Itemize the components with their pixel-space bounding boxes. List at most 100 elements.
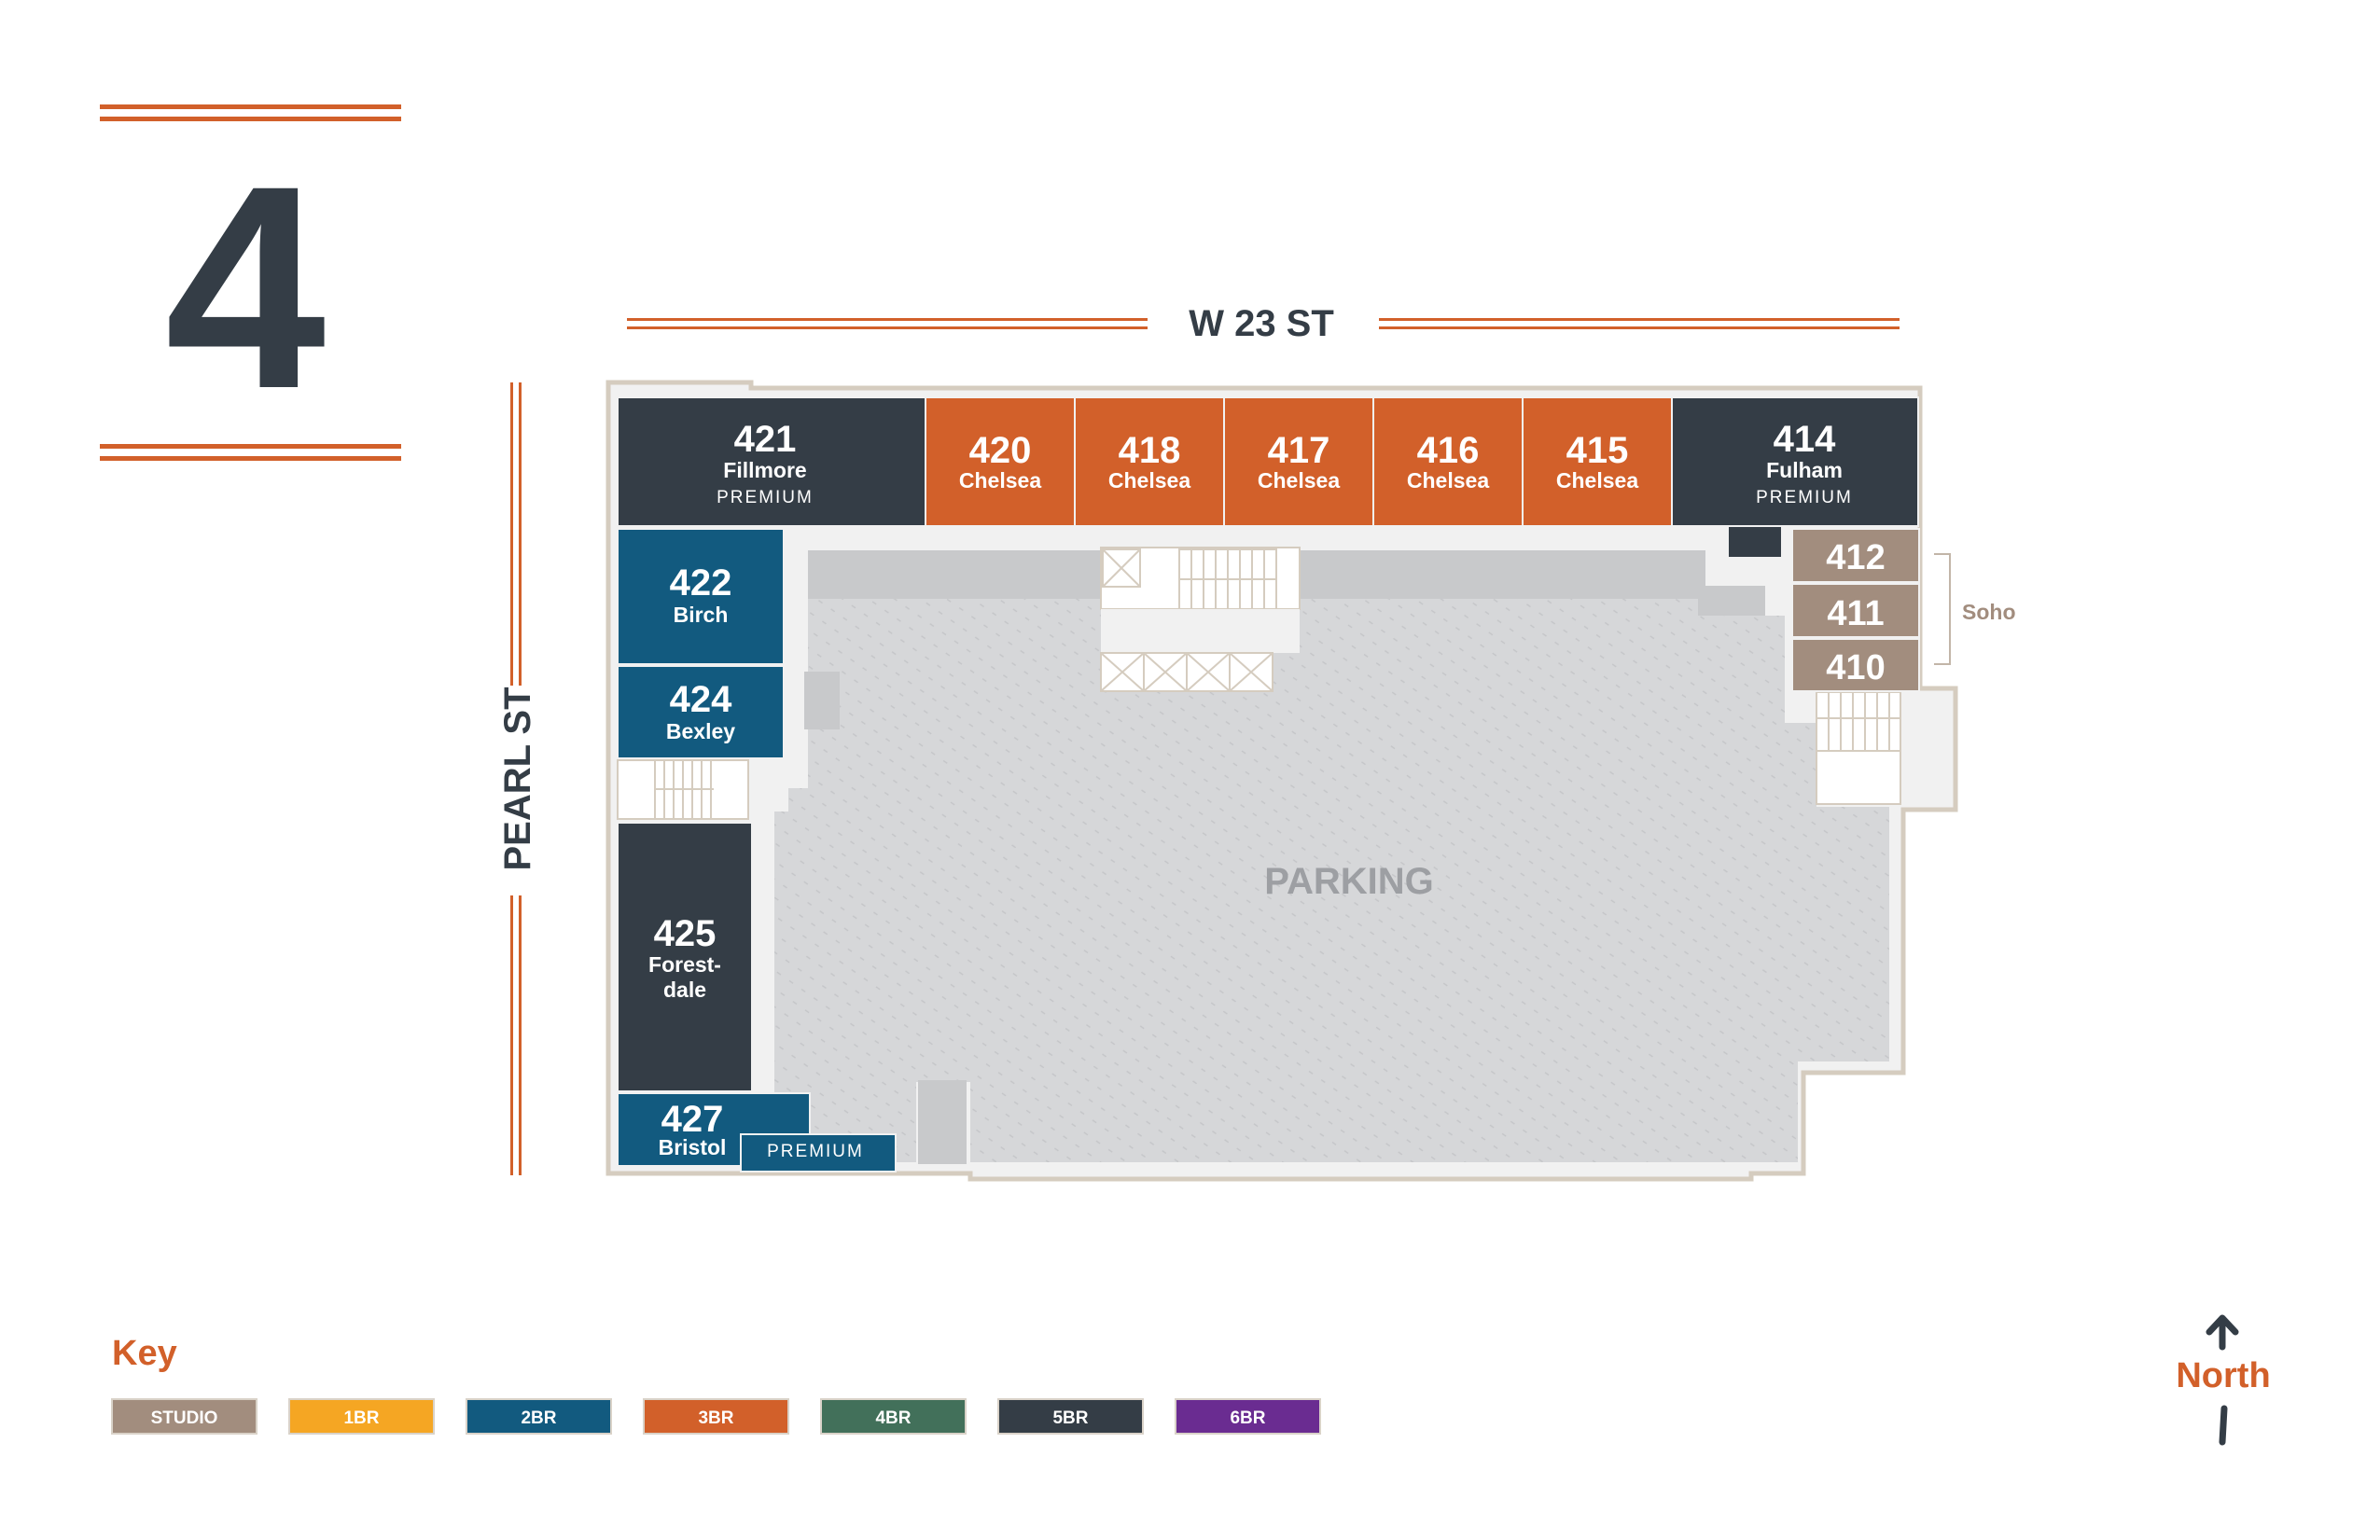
parking-column bbox=[918, 1080, 967, 1164]
corridor bbox=[1101, 609, 1300, 653]
unit-name: Bexley bbox=[666, 719, 735, 743]
unit-name: Chelsea bbox=[1108, 468, 1190, 493]
elevator-bank bbox=[1100, 652, 1274, 692]
floor-number: 4 bbox=[165, 125, 327, 449]
legend-item-5br: 5BR bbox=[997, 1398, 1144, 1435]
legend-label: 3BR bbox=[698, 1408, 733, 1428]
legend-swatch bbox=[997, 1398, 1144, 1435]
street-rule bbox=[627, 326, 1148, 329]
unit-fill bbox=[1791, 583, 1920, 638]
legend-item-2br: 2BR bbox=[466, 1398, 612, 1435]
stair-core bbox=[1816, 691, 1901, 805]
floor-rule-top-2 bbox=[100, 117, 401, 121]
unit-number: 425 bbox=[654, 913, 717, 954]
unit-number: 414 bbox=[1774, 419, 1836, 460]
legend-swatch bbox=[1175, 1398, 1321, 1435]
unit-fill bbox=[1372, 396, 1524, 527]
unit-fill bbox=[1522, 396, 1673, 527]
unit-name: Bristol bbox=[659, 1135, 727, 1159]
soho-bracket bbox=[1934, 553, 1951, 665]
unit-name: dale bbox=[663, 978, 706, 1002]
unit-fill bbox=[617, 1092, 811, 1167]
unit-number: 422 bbox=[670, 562, 732, 604]
legend-items: STUDIO 1BR 2BR 3BR 4BR 5BR 6BR bbox=[111, 1398, 1321, 1435]
parking-column bbox=[804, 672, 840, 729]
parking-ramp bbox=[1698, 586, 1765, 616]
legend-swatch bbox=[643, 1398, 789, 1435]
unit-name: Chelsea bbox=[1407, 468, 1489, 493]
core-east bbox=[1816, 691, 1901, 805]
unit-fill bbox=[1727, 525, 1783, 559]
unit-name: Chelsea bbox=[959, 468, 1041, 493]
unit-fill bbox=[1791, 638, 1920, 692]
unit-number: 417 bbox=[1268, 430, 1330, 471]
north-label: North bbox=[2176, 1356, 2270, 1395]
north-compass: North bbox=[2176, 1314, 2271, 1446]
legend-item-4br: 4BR bbox=[820, 1398, 967, 1435]
unit-fill bbox=[740, 1133, 897, 1172]
street-label-west: PEARL ST bbox=[497, 687, 538, 870]
legend-label: 6BR bbox=[1230, 1408, 1265, 1428]
floor-rule-bottom-1 bbox=[100, 444, 401, 449]
unit-fill bbox=[617, 396, 926, 527]
unit-fill bbox=[1671, 396, 1919, 527]
legend-label: 1BR bbox=[343, 1408, 379, 1428]
legend-item-1br: 1BR bbox=[288, 1398, 435, 1435]
legend-item-3br: 3BR bbox=[643, 1398, 789, 1435]
legend-swatch bbox=[111, 1398, 257, 1435]
unit-fill bbox=[617, 822, 753, 1092]
street-rule bbox=[627, 318, 1148, 321]
unit-name: Chelsea bbox=[1556, 468, 1638, 493]
legend-label: 4BR bbox=[875, 1408, 911, 1428]
floor-rule-top-1 bbox=[100, 104, 401, 109]
unit-number: 411 bbox=[1827, 594, 1884, 633]
unit-number: 418 bbox=[1119, 430, 1181, 471]
legend-item-6br: 6BR bbox=[1175, 1398, 1321, 1435]
unit-412[interactable]: 412 bbox=[1791, 528, 1920, 583]
unit-name: Birch bbox=[674, 603, 729, 627]
unit-fill bbox=[617, 528, 785, 665]
unit-name: Fillmore bbox=[723, 458, 806, 482]
unit-number: 420 bbox=[969, 430, 1032, 471]
unit-fill bbox=[1791, 528, 1920, 583]
unit-number: 427 bbox=[661, 1099, 724, 1140]
street-pearl: PEARL ST bbox=[497, 382, 538, 1175]
unit-name: Fulham bbox=[1766, 458, 1843, 482]
unit-name: Forest- bbox=[648, 952, 721, 977]
street-rule bbox=[510, 382, 513, 686]
unit-number: 416 bbox=[1417, 430, 1480, 471]
street-rule bbox=[1379, 326, 1900, 329]
unit-tag: PREMIUM bbox=[717, 488, 814, 507]
floor-number-block: 4 bbox=[100, 104, 401, 461]
unit-410[interactable]: 410 bbox=[1791, 638, 1920, 692]
legend-swatch bbox=[288, 1398, 435, 1435]
parking-ramp bbox=[1300, 550, 1705, 599]
legend-swatch bbox=[820, 1398, 967, 1435]
unit-number: 421 bbox=[734, 419, 797, 460]
parking-ramp bbox=[808, 550, 1101, 599]
unit-number: 410 bbox=[1826, 648, 1885, 687]
unit-411[interactable]: 411 bbox=[1791, 583, 1920, 638]
unit-number: 412 bbox=[1826, 538, 1885, 577]
north-arrow-icon bbox=[2206, 1314, 2239, 1446]
legend-item-studio: STUDIO bbox=[111, 1398, 257, 1435]
legend-label: STUDIO bbox=[151, 1408, 218, 1428]
legend-title: Key bbox=[112, 1334, 177, 1373]
elevator-icon bbox=[1102, 548, 1141, 588]
core-north bbox=[1100, 547, 1301, 692]
legend-label: 5BR bbox=[1052, 1408, 1088, 1428]
floor-rule-bottom-2 bbox=[100, 456, 401, 461]
